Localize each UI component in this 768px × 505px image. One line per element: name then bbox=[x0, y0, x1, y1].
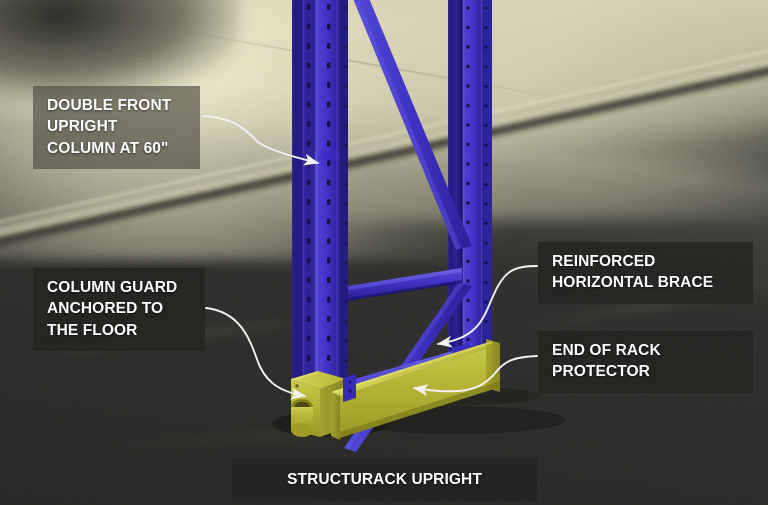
callout-end-of-rack-protector: END OF RACK PROTECTOR bbox=[538, 331, 753, 393]
callout-double-front-upright-column: DOUBLE FRONT UPRIGHT COLUMN AT 60" bbox=[33, 86, 200, 170]
title-banner: STRUCTURACK UPRIGHT bbox=[232, 458, 537, 502]
callout-column-guard: COLUMN GUARD ANCHORED TO THE FLOOR bbox=[33, 268, 205, 352]
callout-reinforced-horizontal-brace: REINFORCED HORIZONTAL BRACE bbox=[538, 242, 753, 304]
